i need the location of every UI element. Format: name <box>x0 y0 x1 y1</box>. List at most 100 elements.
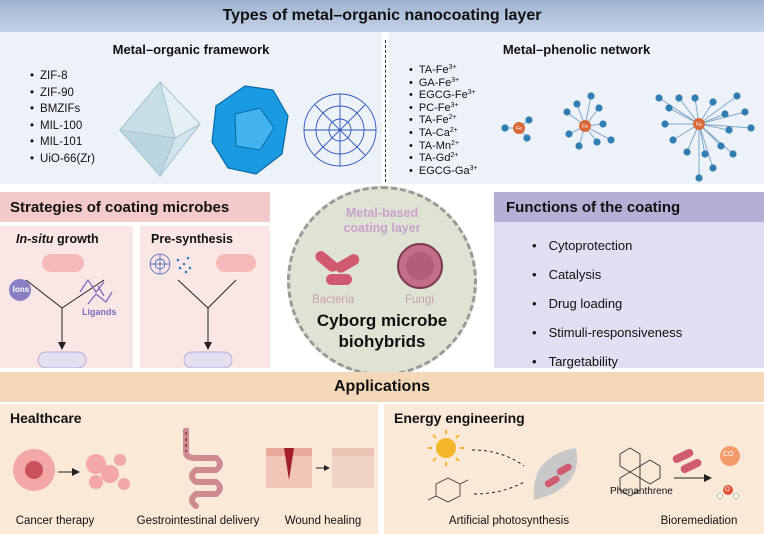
mpn-network-2: Fe <box>655 92 755 182</box>
mpn-item-charge: 3+ <box>467 89 476 97</box>
nanoparticle-icon <box>149 253 171 275</box>
mpn-item-charge: 3+ <box>448 64 457 71</box>
insitu-title-rest: growth <box>53 232 99 246</box>
metal-node-label: Fe <box>516 126 522 132</box>
glucose-icon <box>427 477 469 503</box>
applications-title: Applications <box>333 378 430 395</box>
healthcare-item-2: Wound healing <box>284 515 362 527</box>
functions-title: Functions of the coating <box>506 198 681 216</box>
insitu-panel: In-situ growth Ions Ligands <box>0 226 133 368</box>
mpn-network-0: Fe <box>501 116 533 142</box>
functions-panel: CytoprotectionCatalysisDrug loadingStimu… <box>494 222 764 369</box>
octahedron-icon <box>118 81 201 177</box>
mpn-item: EGCG-Fe3+ <box>409 89 478 102</box>
metal-node-label: Fe <box>696 122 702 128</box>
intestine-icon <box>183 428 223 509</box>
ions-label: Ions <box>12 285 30 294</box>
mof-structures <box>118 81 377 177</box>
presynthesis-title: Pre-synthesis <box>151 232 233 246</box>
metal-node-label: Fe <box>582 124 588 130</box>
mof-item: MIL-101 <box>30 134 95 151</box>
phenanthrene-label: Phenanthrene <box>610 486 673 497</box>
mpn-item-base: TA-Gd <box>418 152 451 165</box>
mpn-item: TA-Mn2+ <box>409 140 478 153</box>
mpn-item-base: GA-Fe <box>418 76 452 89</box>
energy-item-1: Bioremediation <box>660 515 738 527</box>
mpn-item-charge: 3+ <box>469 164 478 172</box>
mpn-item-base: EGCG-Ga <box>418 164 470 177</box>
mpn-item-base: EGCG-Fe <box>418 89 468 102</box>
mof-item: BMZIFs <box>30 101 95 118</box>
mpn-item-charge: 2+ <box>448 114 457 122</box>
mof-item: UiO-66(Zr) <box>30 151 95 168</box>
dodecahedron-icon <box>211 85 289 175</box>
insitu-title-italic: In-situ <box>16 232 54 246</box>
ligands-icon <box>79 278 113 305</box>
function-item: Stimuli-responsiveness <box>532 318 683 347</box>
mpn-item-base: TA-Ca <box>418 126 450 139</box>
strategies-title: Strategies of coating microbes <box>10 198 230 216</box>
tumor-icon <box>13 449 55 491</box>
ions-icon <box>9 279 31 301</box>
bacteria-pair-icon <box>672 449 702 473</box>
wound-icon <box>266 448 374 488</box>
mof-list: ZIF-8ZIF-90BMZIFsMIL-100MIL-101UiO-66(Zr… <box>30 68 95 167</box>
energy-panel: Energy engineering <box>384 404 764 534</box>
mpn-item: EGCG-Ga3+ <box>409 165 478 178</box>
energy-title: Energy engineering <box>394 410 525 426</box>
mof-panel: Metal–organic framework ZIF-8ZIF-90BMZIF… <box>0 32 382 184</box>
mpn-item-charge: 3+ <box>450 101 459 109</box>
mpn-item-charge: 3+ <box>451 76 460 84</box>
energy-item-0: Artificial photosynthesis <box>448 515 570 527</box>
mpn-item-charge: 2+ <box>449 126 458 134</box>
mof-item: ZIF-90 <box>30 85 95 102</box>
mpn-item: TA-Fe3+ <box>409 64 478 77</box>
bacteria-icon <box>315 251 360 285</box>
mpn-item: TA-Fe2+ <box>409 114 478 127</box>
function-item: Catalysis <box>532 260 682 289</box>
coating-layer-label: Metal-based coating layer <box>343 206 421 235</box>
healthcare-title: Healthcare <box>10 410 82 426</box>
water-label: O <box>725 487 730 493</box>
function-item: Cytoprotection <box>532 231 682 260</box>
mpn-item: GA-Fe3+ <box>409 77 478 90</box>
phenanthrene-icon <box>619 447 661 497</box>
mpn-item-base: TA-Mn <box>418 139 452 152</box>
healthcare-item-1: Gestrointestinal delivery <box>136 515 260 527</box>
dispersed-tumor-icon <box>86 454 130 490</box>
sun-icon <box>428 430 464 466</box>
mof-item: MIL-100 <box>30 118 95 135</box>
mpn-item: TA-Ca2+ <box>409 127 478 140</box>
bacteria-label: Bacteria <box>312 294 355 306</box>
mpn-item-charge: 2+ <box>451 139 460 147</box>
co2-icon <box>720 446 740 466</box>
header-title: Types of metal–organic nanocoating layer <box>222 7 542 24</box>
healthcare-illustrations <box>13 428 374 509</box>
presynthesis-panel: Pre-synthesis <box>140 226 270 368</box>
mpn-panel: Metal–phenolic network TA-Fe3+GA-Fe3+EGC… <box>389 32 764 184</box>
strategies-bar: Strategies of coating microbes <box>0 192 270 222</box>
mpn-item-base: PC-Fe <box>418 101 451 114</box>
presynthesis-diagram <box>149 253 256 368</box>
insitu-diagram <box>9 254 113 368</box>
functions-bar: Functions of the coating <box>494 192 764 222</box>
fullerene-icon <box>303 93 377 167</box>
mpn-item-base: TA-Fe <box>418 114 449 127</box>
mpn-title: Metal–phenolic network <box>502 42 651 57</box>
metal-node-icon <box>513 122 525 134</box>
water-icon <box>723 485 733 495</box>
applications-bar: Applications <box>0 372 764 402</box>
fungi-icon <box>397 243 443 289</box>
mof-title: Metal–organic framework <box>112 42 270 57</box>
mpn-item-base: TA-Fe <box>418 64 449 76</box>
mof-mpn-divider <box>385 40 386 182</box>
mpn-list: TA-Fe3+GA-Fe3+EGCG-Fe3+PC-Fe3+TA-Fe2+TA-… <box>409 64 478 177</box>
leaf-icon <box>533 448 578 500</box>
metal-node-icon <box>579 120 591 132</box>
microbes-illustration <box>315 243 443 289</box>
metal-node-icon <box>693 118 705 130</box>
co2-label: CO <box>723 451 734 458</box>
mpn-item: TA-Gd2+ <box>409 152 478 165</box>
function-item: Targetability <box>532 347 682 376</box>
